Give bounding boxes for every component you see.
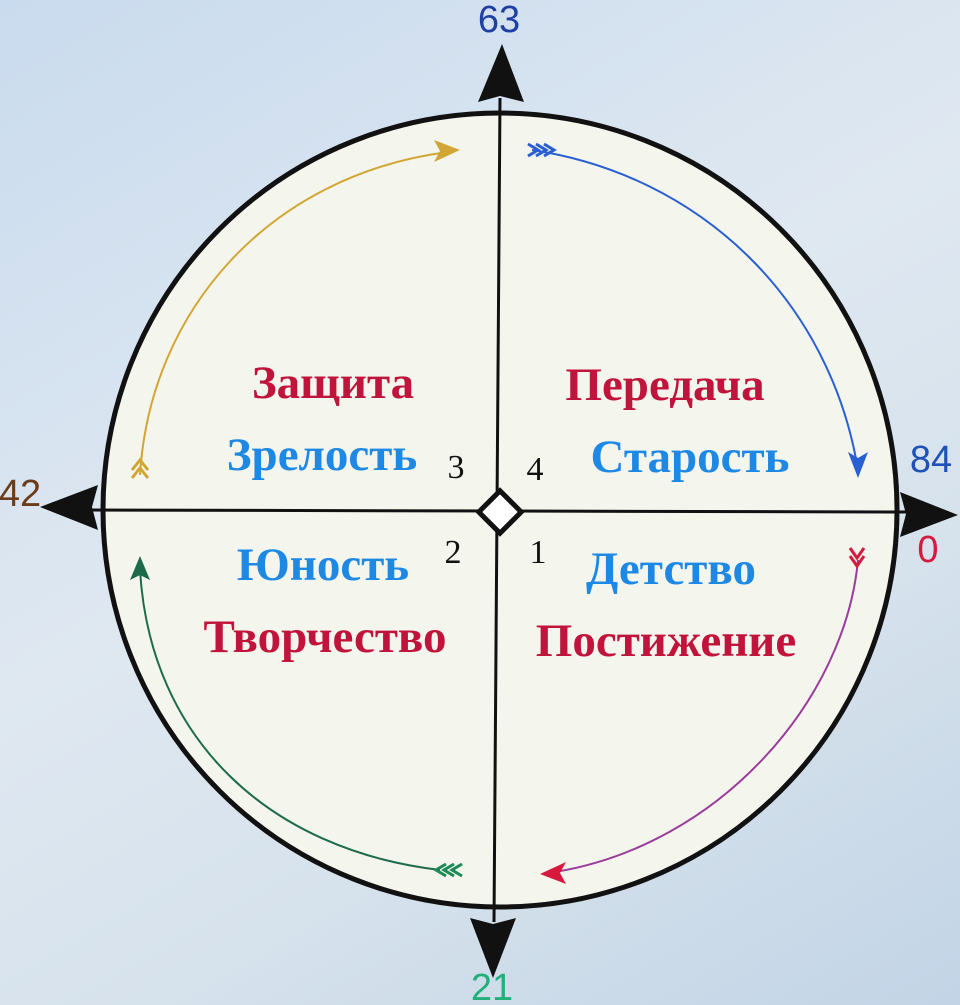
axis-label-left: 42: [0, 473, 41, 515]
arc-arrow-blue: [527, 142, 868, 478]
quadrant-2-number: 2: [445, 534, 462, 571]
quadrant-1: Детство Постижение 1: [530, 534, 797, 667]
quadrant-4-number: 4: [527, 451, 544, 488]
quadrant-4-lower-label: Старость: [591, 431, 790, 483]
quadrant-1-upper-label: Детство: [586, 543, 756, 595]
axis-label-right-upper: 84: [910, 439, 952, 481]
quadrant-3-lower-label: Зрелость: [227, 429, 417, 481]
left-arrowhead: [40, 485, 98, 530]
quadrant-3: Защита Зрелость 3: [227, 357, 465, 486]
quadrant-1-number: 1: [530, 534, 547, 571]
center-diamond: [475, 487, 525, 537]
axis-label-bottom: 21: [471, 967, 513, 1005]
bottom-arrowhead: [470, 918, 516, 978]
quadrant-4: Передача Старость 4: [527, 359, 790, 488]
quadrant-3-number: 3: [448, 449, 465, 486]
quadrant-1-lower-label: Постижение: [536, 615, 796, 667]
arc-arrow-orange: [130, 140, 460, 479]
quadrant-2-upper-label: Юность: [237, 539, 409, 591]
quadrant-2-lower-label: Творчество: [204, 611, 447, 663]
axis-label-top: 63: [478, 0, 520, 41]
quadrant-4-upper-label: Передача: [565, 359, 764, 411]
axis-label-right-lower: 0: [917, 529, 938, 571]
quadrant-2: Юность Творчество 2: [204, 534, 462, 663]
right-arrowhead: [900, 492, 958, 537]
arc-arrow-green: [130, 556, 463, 878]
arc-arrow-purple: [540, 547, 866, 884]
top-arrowhead: [478, 44, 524, 102]
quadrant-3-upper-label: Защита: [252, 357, 414, 409]
